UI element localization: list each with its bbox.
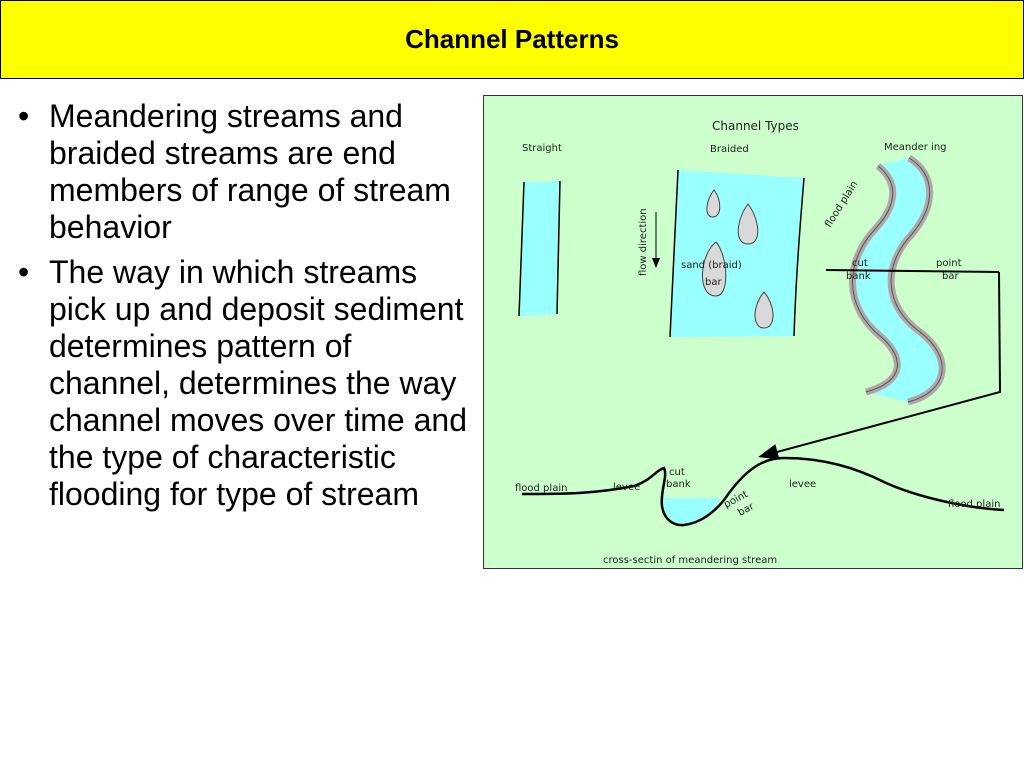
meandering-label: Meander ing <box>884 142 947 153</box>
bullet-item: Meandering streams and braided streams a… <box>16 98 471 246</box>
section-line <box>825 269 1000 273</box>
cross-section-caption: cross-sectin of meandering stream <box>603 555 777 566</box>
braided-channel <box>670 170 804 337</box>
slide-title: Channel Patterns <box>405 24 619 54</box>
cs-flood-plain-right-label: flood plain <box>948 499 1000 510</box>
cut-bank-label: cut <box>852 258 868 269</box>
flow-direction-label: flow direction <box>638 208 649 276</box>
braid-bar <box>754 291 774 329</box>
sand-bar-label: sand (braid) <box>681 260 742 271</box>
sand-bar-label: bar <box>705 277 722 288</box>
meander-inner-bank-line <box>890 157 943 403</box>
section-arrow <box>758 271 1002 460</box>
braid-bar <box>706 189 721 218</box>
straight-channel-bank-right <box>556 180 561 315</box>
cs-cut-bank-label: bank <box>666 479 691 490</box>
braided-label: Braided <box>710 144 749 155</box>
cs-cut-bank-label: cut <box>669 467 685 478</box>
cs-levee-left-label: levee <box>613 482 640 493</box>
braid-bar <box>737 203 759 245</box>
meander-outer-bank-line <box>852 165 898 393</box>
cs-flood-plain-left-label: flood plain <box>515 483 567 494</box>
straight-channel <box>519 181 560 316</box>
cs-levee-right-label: levee <box>789 479 816 490</box>
diagram-svg: Channel Types Straight Braided sand (bra… <box>515 119 1005 566</box>
braided-bank-right <box>793 177 805 337</box>
point-bar-label: point <box>936 258 962 269</box>
cut-bank-label: bank <box>846 271 871 282</box>
braid-bar <box>702 241 727 297</box>
straight-label: Straight <box>522 143 562 154</box>
bullet-list: Meandering streams and braided streams a… <box>16 98 471 521</box>
straight-channel-bank-left <box>518 181 525 317</box>
channel-types-diagram: Channel Types Straight Braided sand (bra… <box>483 95 1023 569</box>
flood-plain-rotated-label: flood plain <box>823 179 860 229</box>
bullet-item: The way in which streams pick up and dep… <box>16 254 471 513</box>
point-bar-label: bar <box>942 271 959 282</box>
title-bar: Channel Patterns <box>0 0 1024 79</box>
cross-section-profile <box>521 456 1005 527</box>
figure-heading: Channel Types <box>712 119 799 133</box>
braided-bank-left <box>669 169 679 338</box>
